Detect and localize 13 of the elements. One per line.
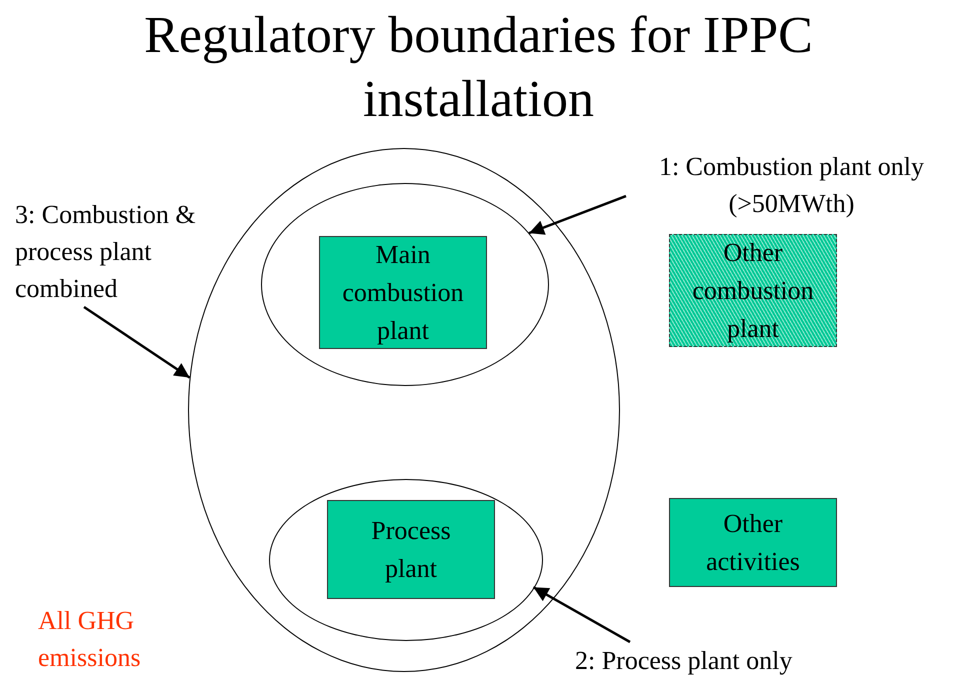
callout-text: 3: Combustion & process plant combined bbox=[15, 196, 245, 307]
boundary-ellipse bbox=[269, 479, 543, 641]
note-text: All GHG emissions bbox=[38, 605, 142, 674]
title: Regulatory boundaries for IPPC installation bbox=[143, 6, 814, 130]
boundary-ellipse bbox=[261, 183, 549, 386]
arrow bbox=[83, 306, 190, 379]
arrow bbox=[528, 194, 626, 235]
plant-box: Other activities bbox=[669, 498, 837, 587]
arrow bbox=[532, 586, 631, 644]
callout-text: 2: Process plant only bbox=[575, 642, 850, 675]
plant-box: Process plant bbox=[327, 500, 495, 599]
callout-text: 1: Combustion plant only (>50MWth) bbox=[626, 148, 957, 222]
plant-box: Main combustion plant bbox=[319, 236, 487, 349]
